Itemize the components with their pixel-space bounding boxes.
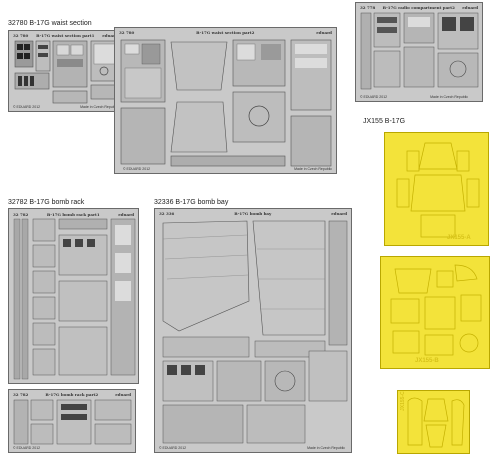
caption-bomb-bay: 32336 B-17G bomb bay <box>154 199 229 206</box>
mask-bottom-label: JX155-C <box>400 391 406 411</box>
radio-parts-drawing <box>360 12 479 90</box>
mask-sheet-middle: JX155-B <box>380 256 490 369</box>
fret-title-text: B-17G waist section part2 <box>196 30 255 35</box>
fret-code: 32 782 <box>13 212 29 217</box>
mask-top-label: JX155-A <box>447 235 471 241</box>
eduard-logo: eduard <box>102 33 118 38</box>
eduard-logo: eduard <box>462 5 478 10</box>
fret-code: 32 780 <box>119 30 135 35</box>
fret-title-text: B-17G radio compartment part2 <box>382 5 455 10</box>
fret-bomb-bay: 32 336 B-17G bomb bay eduard © EDUARD 20… <box>154 208 352 453</box>
fret-bomb-rack-part1: 32 782 B-17G bomb rack part1 eduard <box>8 208 139 384</box>
fret-title-text: B-17G bomb rack part2 <box>45 392 99 397</box>
fret-code: 32 780 <box>13 33 29 38</box>
fret-bomb-rack-part2: 32 782 B-17G bomb rack part2 eduard © ED… <box>8 389 136 453</box>
fret-title-text: B-17G bomb rack part1 <box>46 212 100 217</box>
mask-middle-label: JX155-B <box>415 358 439 364</box>
caption-waist-section: 32780 B-17G waist section <box>8 20 92 27</box>
eduard-logo: eduard <box>331 211 347 216</box>
waist2-parts-drawing <box>120 39 332 167</box>
fret-code: 32 782 <box>13 392 29 397</box>
fret-waist-part2: 32 780 B-17G waist section part2 eduard … <box>114 27 337 174</box>
fret-made-in: Made in Czech Republic <box>307 446 345 450</box>
fret-code: 32 778 <box>360 5 376 10</box>
mask-top-outlines <box>396 142 480 238</box>
fret-title-text: B-17G bomb bay <box>234 211 272 216</box>
mask-bottom-outlines <box>407 397 465 448</box>
waist1-parts-drawing <box>14 40 119 104</box>
fret-made-in: Made in Czech Republic <box>80 105 118 109</box>
fret-copyright: © EDUARD 2012 <box>159 446 187 450</box>
fret-copyright: © EDUARD 2012 <box>13 105 41 109</box>
fret-copyright: © EDUARD 2012 <box>123 167 151 171</box>
eduard-logo: eduard <box>115 392 131 397</box>
caption-jx155: JX155 B-17G <box>363 118 406 125</box>
fret-made-in: Made in Czech Republic <box>430 95 468 99</box>
fret-made-in: Made in Czech Republic <box>294 167 332 171</box>
fret-code: 32 336 <box>159 211 175 216</box>
rack2-parts-drawing <box>13 399 132 445</box>
mask-sheet-top: JX155-A <box>384 132 489 246</box>
fret-waist-part1: 32 780 B-17G waist section part1 eduard … <box>8 30 123 112</box>
fret-title-text: B-17G waist section part1 <box>36 33 95 38</box>
fret-copyright: © EDUARD 2012 <box>13 446 41 450</box>
eduard-logo: eduard <box>118 212 134 217</box>
fret-radio-compartment: 32 778 B-17G radio compartment part2 edu… <box>355 2 483 102</box>
bomb-bay-parts-drawing <box>162 220 348 444</box>
rack1-parts-drawing <box>13 218 136 380</box>
mask-sheet-bottom: JX155-C <box>397 390 470 454</box>
fret-copyright: © EDUARD 2012 <box>360 95 388 99</box>
mask-middle-outlines <box>390 264 482 356</box>
caption-bomb-rack: 32782 B-17G bomb rack <box>8 199 85 206</box>
eduard-logo: eduard <box>316 30 332 35</box>
